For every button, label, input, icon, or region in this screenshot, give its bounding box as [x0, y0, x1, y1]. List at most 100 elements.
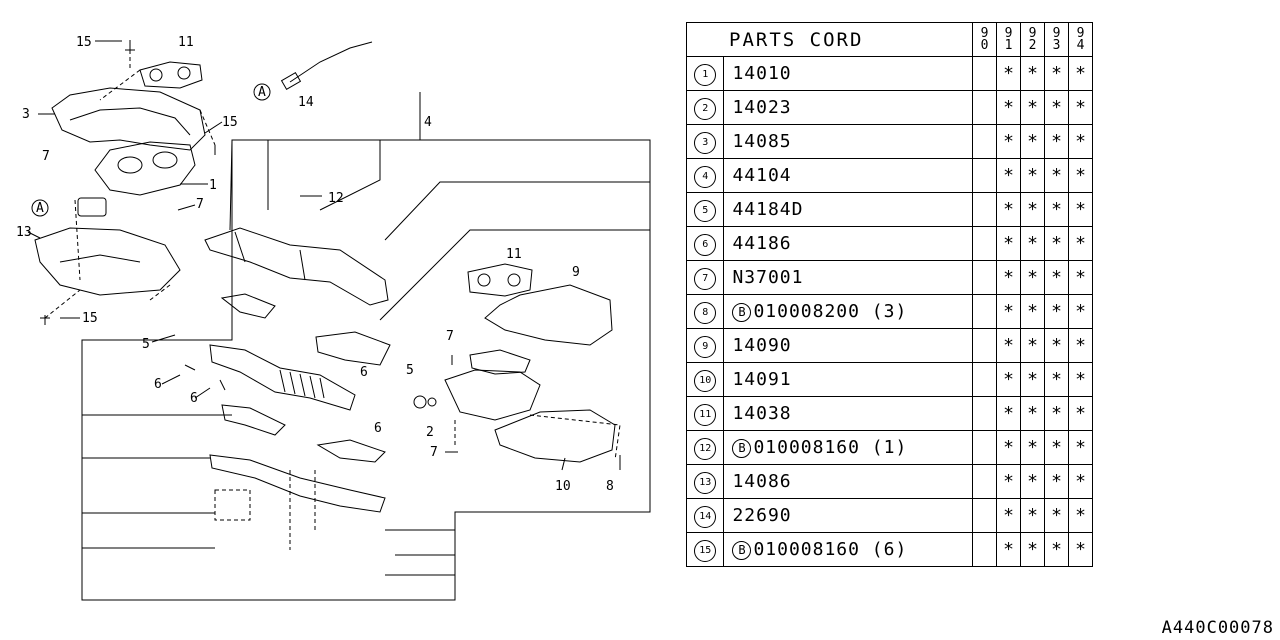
heat-shield-pipe-d: [316, 439, 386, 463]
year-applicability-mark: *: [1020, 362, 1045, 397]
part-number: 14086: [723, 464, 973, 499]
callout-2: 2: [426, 425, 434, 440]
callout-3: 3: [22, 107, 30, 122]
oxygen-sensor: [289, 41, 373, 83]
year-applicability-mark: *: [1044, 464, 1069, 499]
callout-5-right: 5: [406, 363, 414, 378]
part-number: 14038: [723, 396, 973, 431]
ref-number: 2: [685, 90, 725, 125]
part-code: 14090: [732, 335, 792, 356]
ref-number: 3: [685, 124, 725, 159]
year-applicability-mark: *: [996, 294, 1021, 329]
year-applicability-mark: *: [1068, 294, 1093, 329]
year-applicability-mark: [972, 464, 997, 499]
parts-cord-header: PARTS CORD: [686, 22, 973, 57]
year-applicability-mark: *: [1068, 498, 1093, 533]
year-applicability-mark: *: [1068, 396, 1093, 431]
year-applicability-mark: *: [1044, 192, 1069, 227]
ref-number: 11: [685, 396, 725, 431]
year-applicability-mark: *: [1068, 56, 1093, 91]
part-code: 14086: [732, 471, 792, 492]
year-applicability-mark: *: [1020, 532, 1045, 567]
part-number: 22690: [723, 498, 973, 533]
callout-6-b: 6: [154, 377, 162, 392]
year-applicability-mark: *: [996, 192, 1021, 227]
year-applicability-mark: *: [1020, 430, 1045, 465]
heat-shield-pipe-b: [315, 331, 391, 366]
callout-13: 13: [16, 225, 32, 240]
year-applicability-mark: *: [996, 532, 1021, 567]
callout-15-mid: 15: [222, 115, 238, 130]
year-applicability-mark: *: [996, 464, 1021, 499]
callout-10: 10: [555, 479, 571, 494]
year-applicability-mark: [972, 158, 997, 193]
callout-15-bottom: 15: [82, 311, 98, 326]
part-number: 14091: [723, 362, 973, 397]
callout-a-shield: A: [36, 201, 44, 216]
year-applicability-mark: *: [996, 158, 1021, 193]
callout-7-left: 7: [42, 149, 50, 164]
year-applicability-mark: *: [996, 328, 1021, 363]
year-applicability-mark: [972, 192, 997, 227]
year-applicability-mark: *: [996, 56, 1021, 91]
year-applicability-mark: [972, 294, 997, 329]
part-code: 44184D: [732, 199, 804, 220]
ref-number: 4: [685, 158, 725, 193]
part-code: 14091: [732, 369, 792, 390]
callout-15-top: 15: [76, 35, 92, 50]
part-code: 14010: [732, 63, 792, 84]
year-applicability-mark: [972, 56, 997, 91]
part-code: 14038: [732, 403, 792, 424]
front-exhaust-pipe: [204, 227, 389, 306]
callout-7-lower: 7: [430, 445, 438, 460]
callout-14: 14: [298, 95, 314, 110]
year-applicability-mark: *: [1044, 260, 1069, 295]
year-applicability-mark: *: [1020, 158, 1045, 193]
part-number: 14010: [723, 56, 973, 91]
part-number: 44104: [723, 158, 973, 193]
year-applicability-mark: *: [996, 362, 1021, 397]
year-applicability-mark: *: [1068, 260, 1093, 295]
rear-exhaust-pipe: [209, 454, 386, 513]
part-code: 010008160 (1): [753, 437, 908, 458]
exhaust-manifold-left: [94, 141, 196, 196]
ref-number: 14: [685, 498, 725, 533]
year-applicability-mark: [972, 226, 997, 261]
year-applicability-mark: *: [1044, 158, 1069, 193]
year-applicability-mark: *: [1068, 158, 1093, 193]
year-applicability-mark: [972, 430, 997, 465]
callout-11-right: 11: [506, 247, 522, 262]
ref-number: 6: [685, 226, 725, 261]
year-applicability-mark: *: [1020, 90, 1045, 125]
year-applicability-mark: *: [1020, 226, 1045, 261]
year-applicability-mark: *: [1044, 90, 1069, 125]
year-applicability-mark: *: [996, 396, 1021, 431]
year-applicability-mark: *: [1044, 328, 1069, 363]
year-applicability-mark: *: [1068, 328, 1093, 363]
part-code: 44104: [732, 165, 792, 186]
year-applicability-mark: *: [1020, 260, 1045, 295]
year-applicability-mark: [972, 124, 997, 159]
year-applicability-mark: [972, 532, 997, 567]
year-applicability-mark: *: [1044, 498, 1069, 533]
heat-shield-upper-fold: [69, 107, 191, 136]
heat-shield-pipe-a: [220, 293, 276, 319]
